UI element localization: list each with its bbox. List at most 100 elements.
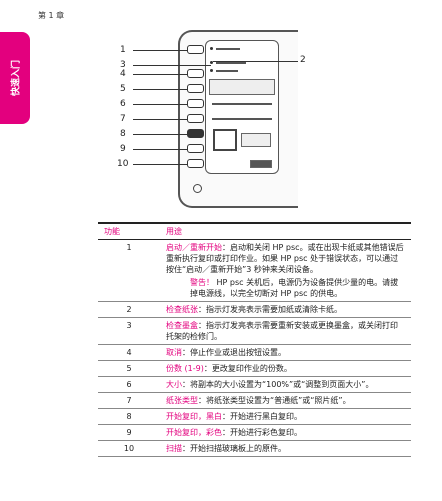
scan-button[interactable] bbox=[187, 159, 204, 168]
callout-10: 10 bbox=[117, 159, 129, 169]
feature-text: ：开始进行彩色复印。 bbox=[222, 428, 302, 437]
side-tab-label: 快速入门 bbox=[11, 59, 22, 97]
header-feature: 功能 bbox=[98, 222, 160, 240]
callout-6: 6 bbox=[120, 99, 126, 109]
leader-line-5 bbox=[133, 89, 187, 90]
callout-5: 5 bbox=[120, 84, 126, 94]
cancel-button[interactable] bbox=[187, 69, 204, 78]
panel-text-mark bbox=[216, 62, 246, 64]
feature-text: ：开始进行黑白复印。 bbox=[222, 412, 302, 421]
chapter-label: 第 1 章 bbox=[38, 11, 65, 20]
side-tab-quick-start: 快速入门 bbox=[0, 32, 30, 124]
table-row: 7 纸张类型：将纸张类型设置为“普通纸”或“照片纸”。 bbox=[98, 392, 411, 409]
feature-text: ：指示灯发亮表示需要加纸或清除卡纸。 bbox=[198, 305, 342, 314]
leader-line-7 bbox=[133, 119, 187, 120]
warning-text: HP psc 关机后，电源仍为设备提供少量的电。请拔掉电源线，以完全切断对 HP… bbox=[190, 278, 399, 298]
start-restart-button[interactable] bbox=[187, 45, 204, 54]
feature-term: 大小 bbox=[166, 380, 182, 389]
scan-label-box bbox=[250, 160, 272, 168]
leader-line-4 bbox=[133, 74, 187, 75]
header-purpose: 用途 bbox=[160, 222, 411, 240]
panel-text-mark bbox=[216, 48, 240, 50]
paper-check-led-icon bbox=[210, 61, 213, 64]
leader-line-2 bbox=[213, 61, 298, 62]
row-number: 7 bbox=[98, 392, 160, 409]
warning-note: 警告！ HP psc 关机后，电源仍为设备提供少量的电。请拔掉电源线，以完全切断… bbox=[166, 277, 405, 299]
feature-term: 检查墨盒 bbox=[166, 321, 198, 330]
start-copy-color-button[interactable] bbox=[187, 144, 204, 153]
leader-line-9 bbox=[133, 149, 187, 150]
row-number: 4 bbox=[98, 344, 160, 361]
paper-type-button[interactable] bbox=[187, 114, 204, 123]
row-number: 10 bbox=[98, 440, 160, 457]
feature-table: 功能 用途 1 启动／重新开始：启动和关闭 HP psc。或在出现卡纸或其他错误… bbox=[98, 222, 411, 457]
start-copy-black-button[interactable] bbox=[187, 129, 204, 138]
feature-text: ：更改复印作业的份数。 bbox=[203, 364, 292, 373]
callout-4: 4 bbox=[120, 69, 126, 79]
panel-text-mark bbox=[216, 70, 238, 72]
table-header-row: 功能 用途 bbox=[98, 222, 411, 240]
feature-text: ：启动和关闭 HP psc。或在出现卡纸或其他错误后重新执行复印或打印作业。如果… bbox=[166, 243, 404, 274]
feature-term: 启动／重新开始 bbox=[166, 243, 222, 252]
table-row: 5 份数 (1-9)：更改复印作业的份数。 bbox=[98, 360, 411, 377]
led-icon bbox=[210, 47, 213, 50]
warning-label: 警告！ bbox=[190, 278, 214, 287]
row-number: 9 bbox=[98, 424, 160, 441]
feature-text: ：将纸张类型设置为“普通纸”或“照片纸”。 bbox=[198, 396, 351, 405]
copies-display bbox=[209, 79, 275, 95]
leader-line-10 bbox=[133, 164, 187, 165]
table-row: 4 取消：停止作业或退出按钮设置。 bbox=[98, 344, 411, 361]
row-number: 6 bbox=[98, 376, 160, 393]
feature-text: ：将副本的大小设置为“100%”或“调整到页面大小”。 bbox=[182, 380, 374, 389]
row-description: 启动／重新开始：启动和关闭 HP psc。或在出现卡纸或其他错误后重新执行复印或… bbox=[160, 239, 411, 302]
row-description: 纸张类型：将纸张类型设置为“普通纸”或“照片纸”。 bbox=[160, 392, 411, 409]
leader-line-8 bbox=[133, 134, 187, 135]
cartridge-check-led-icon bbox=[210, 69, 213, 72]
callout-2: 2 bbox=[300, 55, 306, 65]
row-number: 8 bbox=[98, 408, 160, 425]
panel-text-mark bbox=[212, 103, 272, 105]
row-description: 检查纸张：指示灯发亮表示需要加纸或清除卡纸。 bbox=[160, 301, 411, 318]
row-description: 扫描：开始扫描玻璃板上的原件。 bbox=[160, 440, 411, 457]
row-description: 检查墨盒：指示灯发亮表示需要重新安装或更换墨盒，或关闭打印托架的检修门。 bbox=[160, 317, 411, 345]
power-knob-icon bbox=[193, 184, 202, 193]
feature-term: 取消 bbox=[166, 348, 182, 357]
feature-term: 开始复印，黑白 bbox=[166, 412, 222, 421]
feature-term: 纸张类型 bbox=[166, 396, 198, 405]
leader-line-6 bbox=[133, 104, 187, 105]
table-row: 8 开始复印，黑白：开始进行黑白复印。 bbox=[98, 408, 411, 425]
row-number: 5 bbox=[98, 360, 160, 377]
table-row: 9 开始复印，彩色：开始进行彩色复印。 bbox=[98, 424, 411, 441]
leader-line-1 bbox=[133, 50, 187, 51]
row-number: 2 bbox=[98, 301, 160, 318]
copy-start-icon bbox=[213, 129, 237, 151]
copies-button[interactable] bbox=[187, 84, 204, 93]
callout-7: 7 bbox=[120, 114, 126, 124]
row-description: 开始复印，彩色：开始进行彩色复印。 bbox=[160, 424, 411, 441]
feature-text: ：开始扫描玻璃板上的原件。 bbox=[182, 444, 286, 453]
table-row: 2 检查纸张：指示灯发亮表示需要加纸或清除卡纸。 bbox=[98, 301, 411, 318]
feature-text: ：停止作业或退出按钮设置。 bbox=[182, 348, 286, 357]
table-row: 10 扫描：开始扫描玻璃板上的原件。 bbox=[98, 440, 411, 457]
size-button[interactable] bbox=[187, 99, 204, 108]
feature-term: 扫描 bbox=[166, 444, 182, 453]
row-description: 开始复印，黑白：开始进行黑白复印。 bbox=[160, 408, 411, 425]
callout-3: 3 bbox=[120, 60, 126, 70]
table-row: 6 大小：将副本的大小设置为“100%”或“调整到页面大小”。 bbox=[98, 376, 411, 393]
callout-9: 9 bbox=[120, 144, 126, 154]
feature-term: 份数 (1-9) bbox=[166, 364, 204, 373]
row-description: 取消：停止作业或退出按钮设置。 bbox=[160, 344, 411, 361]
feature-term: 开始复印，彩色 bbox=[166, 428, 222, 437]
row-number: 3 bbox=[98, 317, 160, 345]
panel-text-mark bbox=[212, 118, 272, 120]
copy-label-box bbox=[241, 133, 271, 147]
leader-line-3 bbox=[133, 65, 211, 66]
feature-term: 检查纸张 bbox=[166, 305, 198, 314]
row-description: 大小：将副本的大小设置为“100%”或“调整到页面大小”。 bbox=[160, 376, 411, 393]
callout-1: 1 bbox=[120, 45, 126, 55]
row-description: 份数 (1-9)：更改复印作业的份数。 bbox=[160, 360, 411, 377]
table-row: 3 检查墨盒：指示灯发亮表示需要重新安装或更换墨盒，或关闭打印托架的检修门。 bbox=[98, 317, 411, 345]
row-number: 1 bbox=[98, 239, 160, 302]
callout-8: 8 bbox=[120, 129, 126, 139]
table-row: 1 启动／重新开始：启动和关闭 HP psc。或在出现卡纸或其他错误后重新执行复… bbox=[98, 239, 411, 302]
